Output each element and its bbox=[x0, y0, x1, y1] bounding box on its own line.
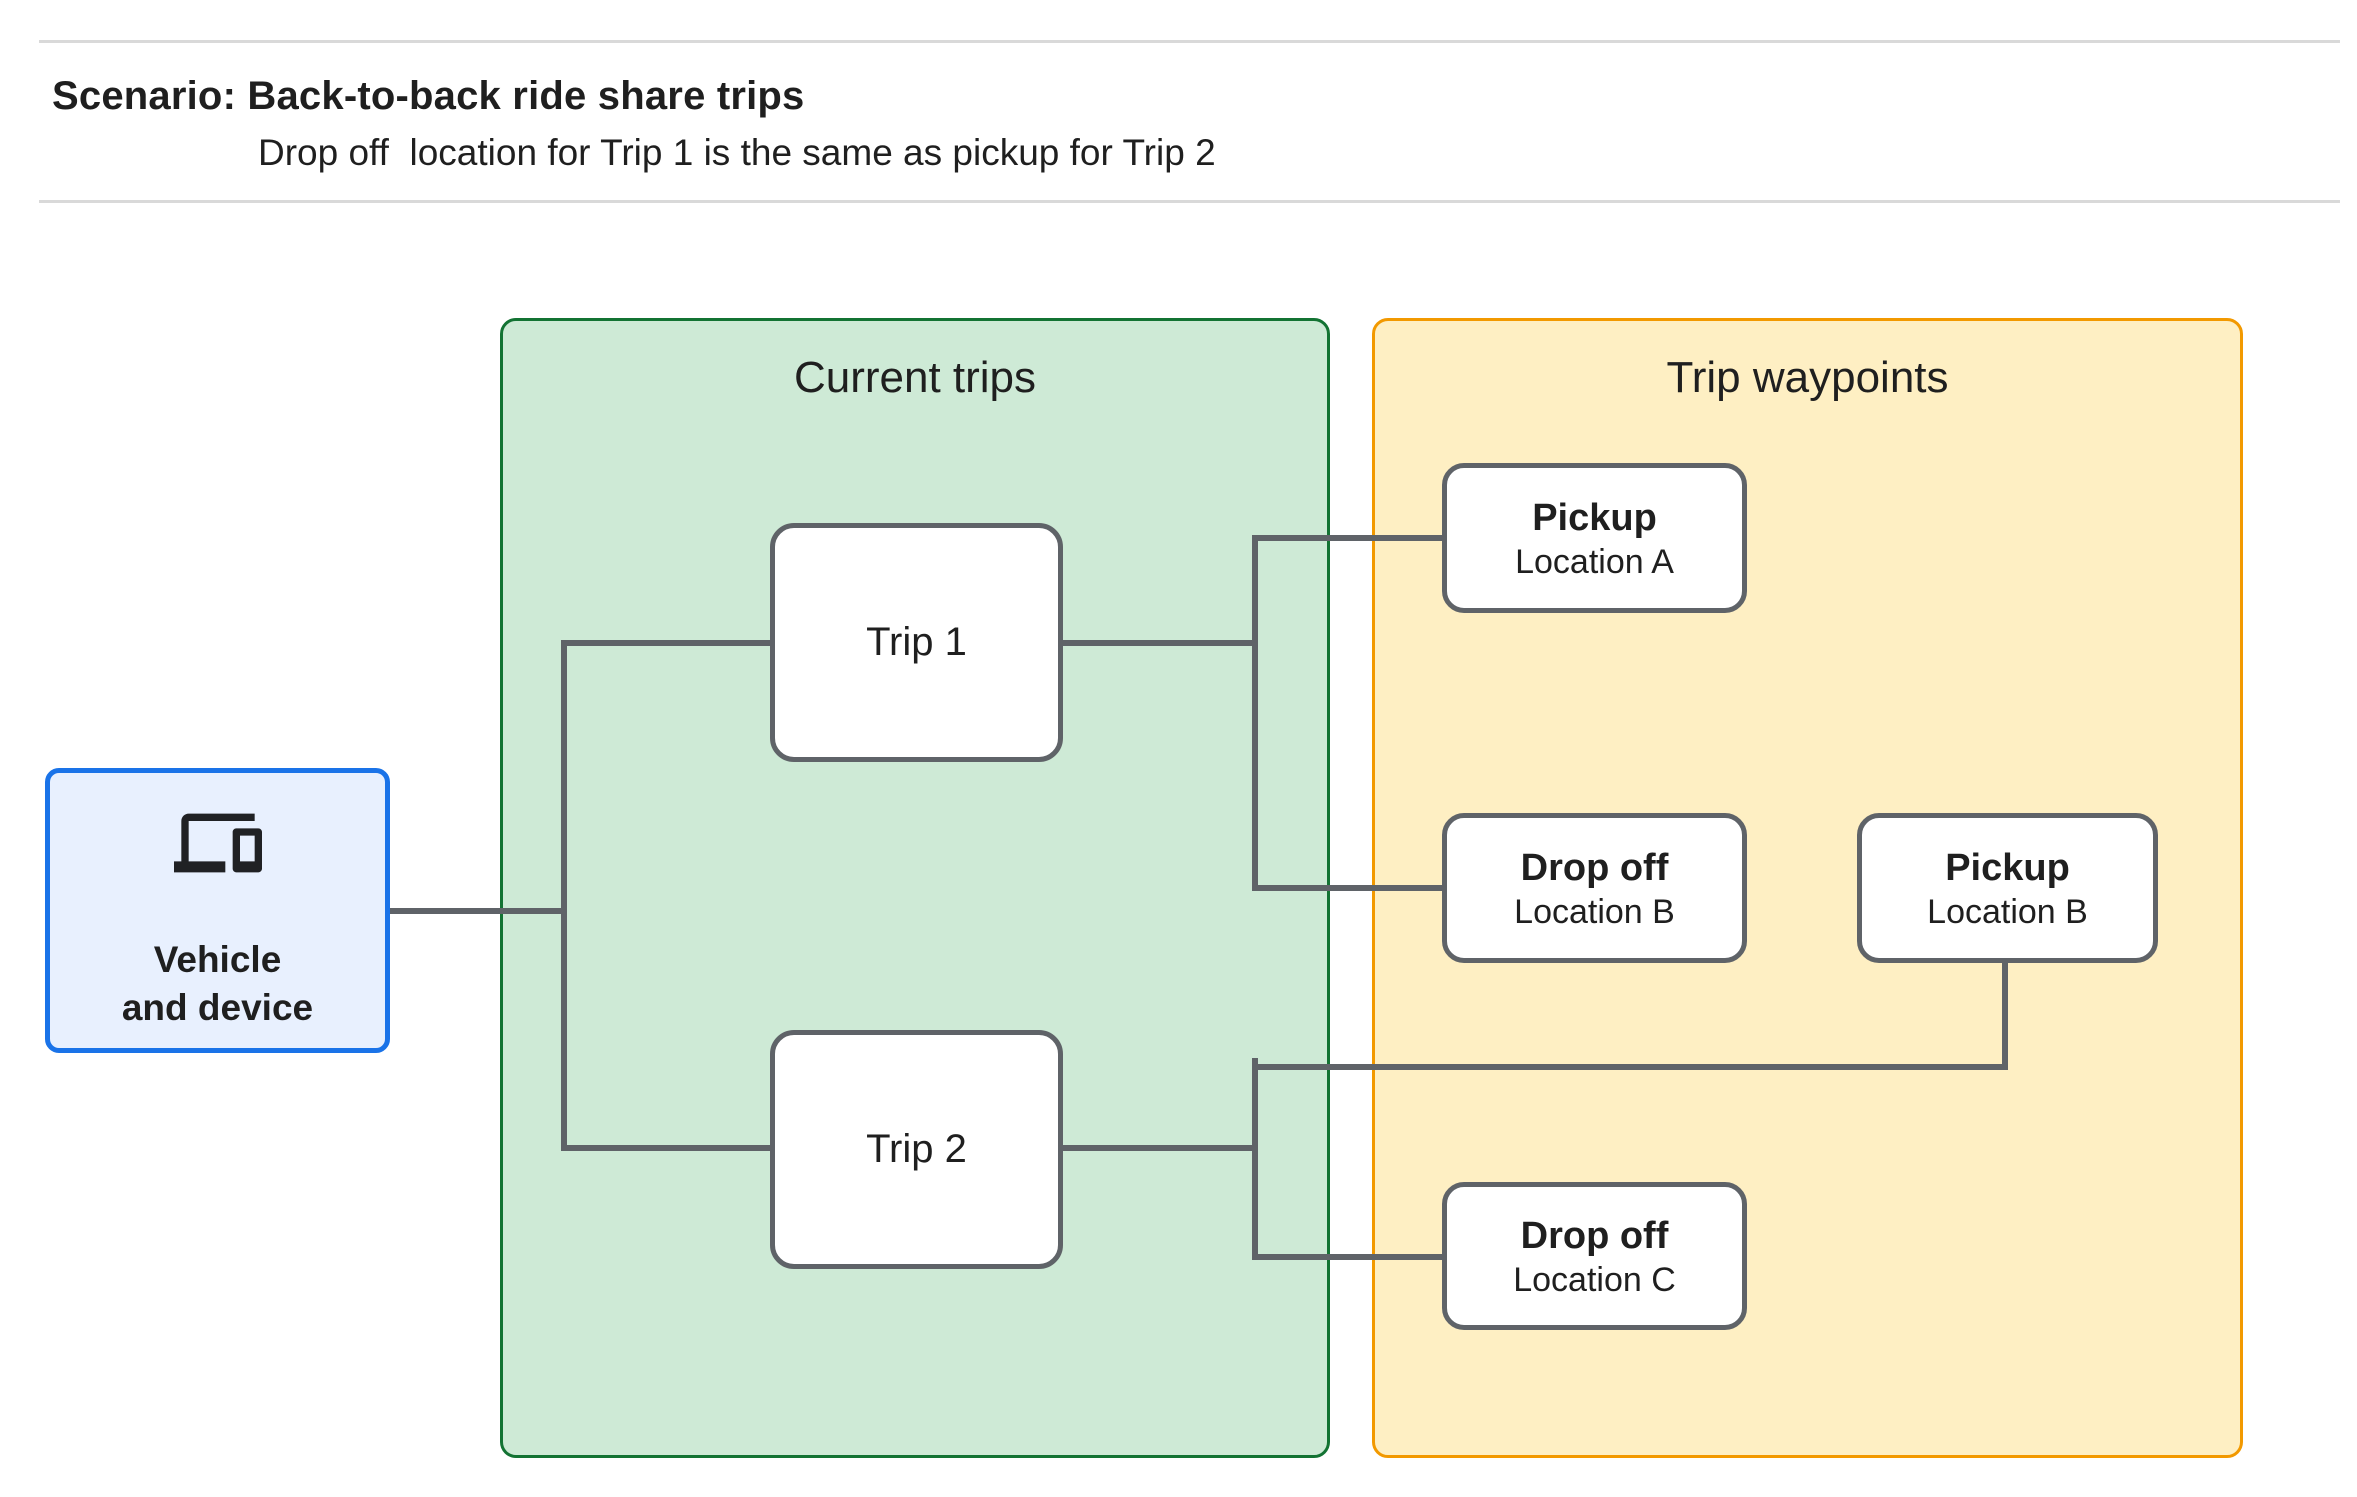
waypoint-pickup-b-location: Location B bbox=[1927, 893, 2088, 931]
trip2-label: Trip 2 bbox=[866, 1127, 967, 1171]
waypoint-dropoff-c-location: Location C bbox=[1513, 1261, 1676, 1299]
waypoint-pickup-a-type: Pickup bbox=[1532, 497, 1657, 539]
page-subtitle: Drop off location for Trip 1 is the same… bbox=[258, 132, 1216, 173]
divider-top bbox=[39, 40, 2340, 43]
vehicle-label-line1: Vehicle bbox=[153, 939, 282, 980]
trip2-node: Trip 2 bbox=[770, 1030, 1063, 1269]
waypoint-dropoff-b-location: Location B bbox=[1514, 893, 1675, 931]
vehicle-node: Vehicle and device bbox=[45, 768, 390, 1053]
divider-bottom bbox=[39, 200, 2340, 203]
connector-vehicle-out bbox=[388, 908, 567, 914]
connector-to-trip1 bbox=[565, 640, 770, 646]
waypoint-dropoff-c-type: Drop off bbox=[1520, 1215, 1669, 1257]
waypoint-pickup-a-location: Location A bbox=[1515, 543, 1674, 581]
connector-trip1-split-vertical bbox=[1252, 535, 1258, 891]
waypoint-dropoff-b-type: Drop off bbox=[1520, 847, 1669, 889]
vehicle-label: Vehicle and device bbox=[50, 936, 385, 1032]
connector-trip2-out bbox=[1063, 1145, 1255, 1151]
waypoint-dropoff-b: Drop off Location B bbox=[1442, 813, 1747, 963]
connector-to-dropoff-b bbox=[1258, 885, 1442, 891]
devices-icon bbox=[173, 813, 262, 873]
vehicle-label-line2: and device bbox=[121, 987, 314, 1028]
group-current-trips: Current trips bbox=[500, 318, 1330, 1458]
trip1-node: Trip 1 bbox=[770, 523, 1063, 762]
waypoint-pickup-b-type: Pickup bbox=[1945, 847, 2070, 889]
connector-to-trip2 bbox=[565, 1145, 770, 1151]
waypoint-pickup-b: Pickup Location B bbox=[1857, 813, 2158, 963]
trip1-label: Trip 1 bbox=[866, 620, 967, 664]
connector-pickup-b-drop bbox=[2002, 960, 2008, 1070]
connector-trip2-split-vertical bbox=[1252, 1058, 1258, 1260]
connector-to-dropoff-c bbox=[1258, 1254, 1442, 1260]
group-current-trips-title: Current trips bbox=[793, 353, 1037, 402]
connector-pickup-b-horizontal bbox=[1258, 1064, 2005, 1070]
page-title: Scenario: Back-to-back ride share trips bbox=[52, 74, 805, 118]
group-trip-waypoints-title: Trip waypoints bbox=[1666, 353, 1949, 402]
connector-to-pickup-a bbox=[1258, 535, 1442, 541]
waypoint-pickup-a: Pickup Location A bbox=[1442, 463, 1747, 613]
waypoint-dropoff-c: Drop off Location C bbox=[1442, 1182, 1747, 1330]
connector-trip1-out bbox=[1063, 640, 1255, 646]
connector-trips-split-vertical bbox=[561, 640, 567, 1151]
